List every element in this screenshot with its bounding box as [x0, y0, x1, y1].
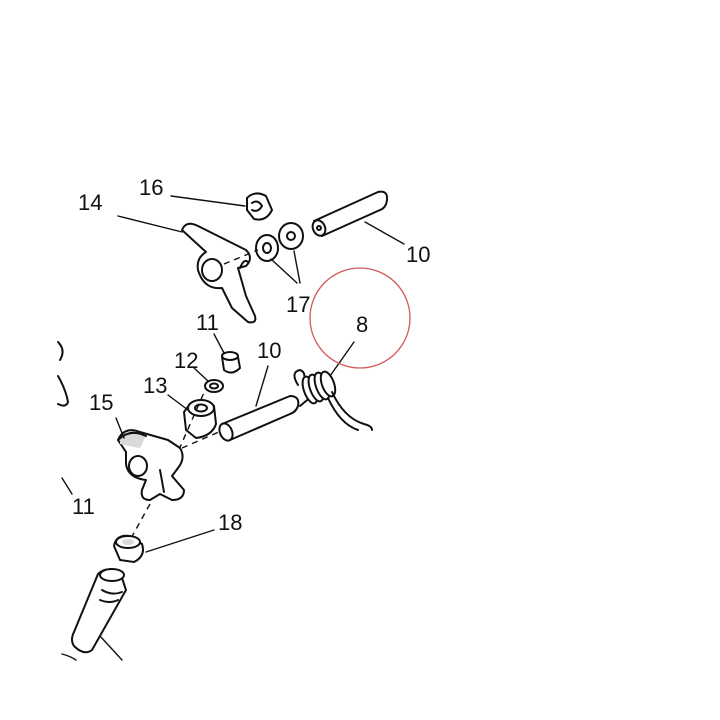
label-17: 17	[286, 292, 310, 317]
leader-line-18	[145, 529, 215, 553]
part-10-middle-shaft	[218, 395, 300, 442]
part-16-bushing	[246, 192, 273, 221]
lower-left-fragment	[61, 653, 77, 661]
assembly-axis-middle	[181, 427, 229, 449]
valve-stem-lower	[71, 568, 127, 654]
label-13: 13	[143, 373, 167, 398]
part-13-bushing	[183, 399, 217, 439]
leader-line-11-top	[213, 333, 225, 354]
part-8-spring	[293, 369, 373, 431]
label-12: 12	[174, 348, 198, 373]
assembly-axis-lower	[129, 503, 151, 541]
leader-line-15	[115, 417, 125, 439]
part-15-lower-rocker-arm	[117, 429, 185, 501]
part-10-upper-shaft	[311, 190, 389, 237]
part-11-upper-cap	[221, 351, 241, 374]
leader-line-10-mid	[255, 365, 269, 407]
leader-line-17b	[293, 250, 301, 284]
part-17-washers	[255, 222, 304, 262]
label-15: 15	[89, 390, 113, 415]
leader-line-14	[117, 215, 183, 233]
label-10-top: 10	[406, 242, 430, 267]
label-18: 18	[218, 510, 242, 535]
leader-line-12	[193, 367, 209, 382]
leader-line-10-top	[364, 221, 405, 245]
label-14: 14	[78, 190, 102, 215]
leader-line-8	[329, 341, 355, 377]
label-8: 8	[356, 312, 368, 337]
highlight-circle-8	[309, 267, 411, 369]
label-11-top: 11	[196, 310, 219, 335]
leader-line-17a	[270, 258, 298, 284]
label-10-mid: 10	[257, 338, 281, 363]
label-16: 16	[139, 175, 163, 200]
part-14-upper-rocker-arm	[181, 222, 259, 324]
label-11-left: 11	[72, 494, 95, 519]
leader-line-16	[170, 195, 246, 207]
part-18-retainer	[113, 534, 144, 563]
part-12-washer	[204, 379, 224, 393]
leader-line-11-left	[61, 477, 73, 495]
leader-line-13	[167, 394, 189, 411]
part-11-left-fragment	[57, 341, 69, 407]
lower-stem-edge	[99, 635, 123, 661]
